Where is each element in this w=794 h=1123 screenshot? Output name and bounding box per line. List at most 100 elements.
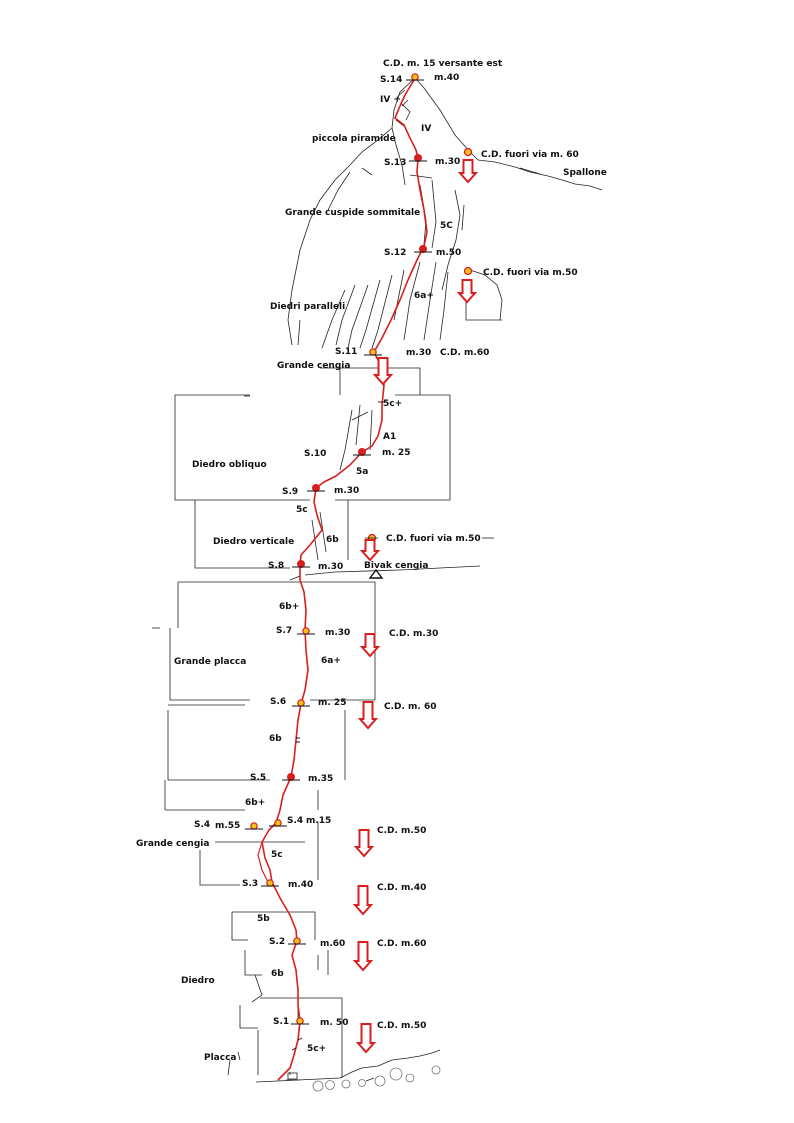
belay-station-marker xyxy=(287,773,295,781)
feature-diedro-obliquo: Diedro obliquo xyxy=(192,460,267,470)
grade-label: 5c+ xyxy=(383,399,402,409)
feature-diedri-paralleli: Diedri paralleli xyxy=(270,302,345,312)
feature-spallone: Spallone xyxy=(563,168,607,178)
rappel-arrow-icon xyxy=(456,279,478,304)
belay-station-marker xyxy=(312,484,320,492)
rappel-arrow-icon xyxy=(352,885,374,916)
station-length: m.30 xyxy=(435,157,460,167)
belay-station-marker xyxy=(297,560,305,568)
descent-label: C.D. fuori via m.50 xyxy=(483,268,578,278)
station-length: m.35 xyxy=(308,774,333,784)
station-length: m.30 xyxy=(406,348,431,358)
descent-label: C.D. m.60 xyxy=(377,939,426,949)
rappel-arrow-icon xyxy=(457,159,479,184)
feature-grande-cuspide: Grande cuspide sommitale xyxy=(285,208,420,218)
rappel-arrow-icon xyxy=(352,941,374,972)
grade-label: 5b xyxy=(257,914,270,924)
grade-label: 5C xyxy=(440,221,453,231)
station-id: S.5 xyxy=(250,773,266,783)
station-id: S.13 xyxy=(384,158,406,168)
station-length: m.15 xyxy=(306,816,331,826)
belay-station-marker xyxy=(414,154,422,162)
belay-station-marker xyxy=(266,879,274,887)
rappel-arrow-icon xyxy=(355,1023,377,1054)
offroute-anchor-marker xyxy=(463,147,473,157)
grade-label: 6b+ xyxy=(245,798,265,808)
belay-station-marker xyxy=(274,819,282,827)
route-bolt-marks xyxy=(291,401,386,1051)
feature-grande-cengia-bottom: Grande cengia xyxy=(136,839,209,849)
belay-station-marker xyxy=(302,627,310,635)
descent-label: C.D. fuori via m.50 xyxy=(386,534,481,544)
feature-diedro-verticale: Diedro verticale xyxy=(213,537,294,547)
feature-grande-cengia-top: Grande cengia xyxy=(277,361,350,371)
belay-station-marker xyxy=(297,699,305,707)
grade-label: 6b+ xyxy=(279,602,299,612)
grade-label: 6b xyxy=(269,734,282,744)
descent-label: C.D. fuori via m. 60 xyxy=(481,150,579,160)
grade-label: 6a+ xyxy=(414,291,434,301)
grade-label: A1 xyxy=(383,432,396,442)
feature-bivak-cengia: Bivak cengia xyxy=(364,561,428,571)
grade-label: 6b xyxy=(271,969,284,979)
station-length: m. 25 xyxy=(382,448,410,458)
grade-label: 6a+ xyxy=(321,656,341,666)
descent-label: C.D. m.60 xyxy=(440,348,489,358)
station-id: S.10 xyxy=(304,449,326,459)
feature-placca: Placca xyxy=(204,1053,237,1063)
labels: C.D. m. 15 versante est Spallone piccola… xyxy=(136,59,607,1063)
belay-station-marker xyxy=(293,937,301,945)
belay-station-marker xyxy=(250,822,258,830)
station-id: S.7 xyxy=(276,626,292,636)
descent-label: C.D. m.40 xyxy=(377,883,426,893)
feature-grande-placca: Grande placca xyxy=(174,657,246,667)
belay-station-marker xyxy=(296,1017,304,1025)
rappel-arrow-icon xyxy=(372,357,394,386)
descent-label: C.D. m.30 xyxy=(389,629,438,639)
belay-station-marker xyxy=(358,448,366,456)
rappel-arrow-icon xyxy=(359,539,381,562)
belay-station-marker xyxy=(369,348,377,356)
top-title: C.D. m. 15 versante est xyxy=(383,59,503,69)
descent-label: C.D. m. 60 xyxy=(384,702,437,712)
rappel-arrow-icon xyxy=(353,829,375,858)
station-length: m. 25 xyxy=(318,698,346,708)
station-length: m.40 xyxy=(434,73,459,83)
route-line-secondary xyxy=(257,841,269,883)
station-id: S.6 xyxy=(270,697,286,707)
station-length: m.30 xyxy=(318,562,343,572)
grade-label: 5c+ xyxy=(307,1044,326,1054)
station-length: m.55 xyxy=(215,821,240,831)
feature-piccola-piramide: piccola piramide xyxy=(312,134,396,144)
belay-station-marker xyxy=(411,73,419,81)
station-id: S.11 xyxy=(335,347,357,357)
station-length: m.60 xyxy=(320,939,345,949)
station-length: m.30 xyxy=(325,628,350,638)
station-length: m.30 xyxy=(334,486,359,496)
station-id: S.1 xyxy=(273,1017,289,1027)
descent-label: C.D. m.50 xyxy=(377,1021,426,1031)
feature-diedro: Diedro xyxy=(181,976,215,986)
station-length: m.40 xyxy=(288,880,313,890)
station-id: S.4 xyxy=(287,816,303,826)
station-id: S.12 xyxy=(384,248,406,258)
bivouac-triangle-icon xyxy=(368,568,384,579)
grade-label: IV + xyxy=(380,95,401,105)
grade-label: 6b xyxy=(326,535,339,545)
offroute-anchor-marker xyxy=(463,266,473,276)
rappel-arrows xyxy=(352,159,479,1054)
route-line xyxy=(261,76,428,1081)
station-id: S.4 xyxy=(194,820,210,830)
belay-station-marker xyxy=(419,245,427,253)
rappel-arrow-icon xyxy=(359,633,381,658)
station-length: m. 50 xyxy=(320,1018,348,1028)
grade-label: 5a xyxy=(356,467,368,477)
station-id: S.8 xyxy=(268,561,284,571)
grade-label: IV xyxy=(421,124,431,134)
station-id: S.14 xyxy=(380,75,402,85)
descent-label: C.D. m.50 xyxy=(377,826,426,836)
grade-label: 5c xyxy=(296,505,308,515)
station-id: S.2 xyxy=(269,937,285,947)
station-id: S.9 xyxy=(282,487,298,497)
